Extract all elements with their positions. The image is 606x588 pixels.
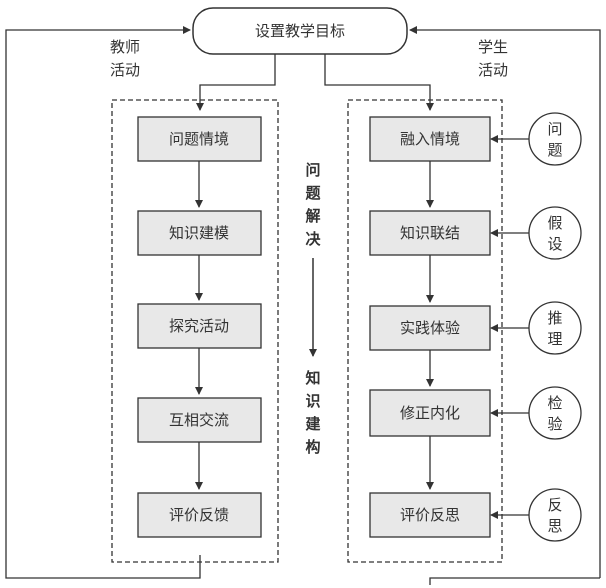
teacher-step-2: 知识建模 — [169, 224, 229, 242]
input-5-char-2: 思 — [547, 517, 562, 535]
teacher-step-1: 问题情境 — [169, 130, 229, 148]
teacher-column: 问题情境 知识建模 探究活动 互相交流 评价反馈 — [137, 116, 262, 538]
student-step-1: 融入情境 — [400, 130, 460, 148]
center-bottom-char-3: 建 — [305, 415, 321, 433]
input-5-char-1: 反 — [547, 496, 562, 514]
input-4-char-2: 验 — [547, 415, 562, 433]
top-connectors — [196, 54, 434, 111]
center-top-char-1: 问 — [305, 161, 320, 179]
center-bottom-char-2: 识 — [305, 392, 320, 410]
input-circle-4: 检 验 — [490, 386, 582, 440]
center-process-label: 问 题 解 决 知 识 建 构 — [305, 161, 321, 456]
teacher-group-border — [111, 99, 279, 563]
teacher-label-line2: 活动 — [110, 61, 140, 79]
student-label-line1: 学生 — [478, 38, 508, 56]
input-2-char-1: 假 — [547, 214, 562, 232]
center-bottom-char-1: 知 — [305, 369, 320, 387]
input-1-char-1: 问 — [547, 120, 562, 138]
student-label-line2: 活动 — [478, 61, 508, 79]
input-1-char-2: 题 — [547, 141, 562, 159]
teacher-step-3: 探究活动 — [169, 317, 229, 335]
center-top-char-2: 题 — [305, 184, 321, 202]
center-top-char-4: 决 — [305, 230, 321, 248]
input-circle-3: 推 理 — [490, 301, 582, 355]
student-inputs: 问 题 假 设 推 理 检 验 反 思 — [490, 112, 582, 542]
input-4-char-1: 检 — [547, 394, 562, 412]
student-column: 融入情境 知识联结 实践体验 修正内化 评价反思 — [369, 116, 491, 538]
student-step-5: 评价反思 — [400, 506, 460, 524]
center-bottom-char-4: 构 — [305, 438, 320, 456]
student-step-2: 知识联结 — [400, 224, 460, 242]
student-group-border — [347, 99, 503, 563]
teacher-label-line1: 教师 — [110, 38, 140, 56]
student-step-3: 实践体验 — [400, 319, 460, 337]
center-top-char-3: 解 — [305, 207, 320, 225]
input-circle-1: 问 题 — [490, 112, 582, 166]
goal-node: 设置教学目标 — [192, 7, 408, 55]
input-circle-2: 假 设 — [490, 206, 582, 260]
input-2-char-2: 设 — [547, 235, 562, 253]
input-3-char-1: 推 — [547, 309, 562, 327]
goal-label: 设置教学目标 — [255, 22, 345, 40]
input-3-char-2: 理 — [547, 330, 562, 348]
input-circle-5: 反 思 — [490, 488, 582, 542]
student-step-4: 修正内化 — [400, 404, 460, 422]
teacher-step-5: 评价反馈 — [169, 506, 229, 524]
teacher-step-4: 互相交流 — [169, 411, 229, 429]
feedback-loops — [5, 26, 601, 585]
